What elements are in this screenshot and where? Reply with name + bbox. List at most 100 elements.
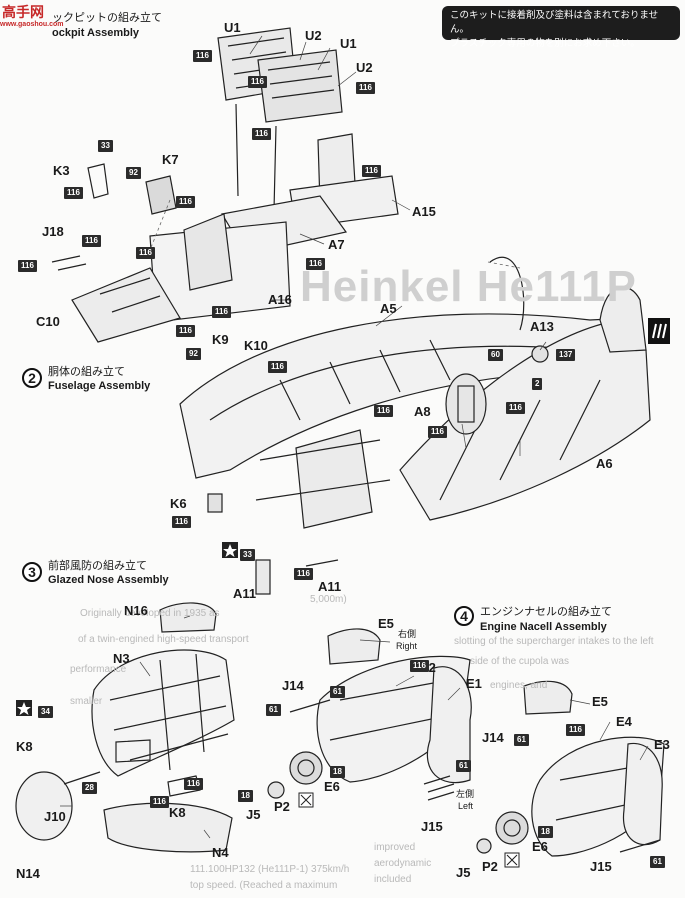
part-label: E6 xyxy=(532,839,548,854)
part-label: E5 xyxy=(592,694,608,709)
paint-code: 116 xyxy=(268,361,287,373)
scissors-icon xyxy=(298,792,314,808)
paint-code: 92 xyxy=(126,167,141,179)
background-line: Originally developed in 1935 as xyxy=(80,608,220,619)
step4-number: 4 xyxy=(454,606,474,626)
part-label: A15 xyxy=(412,204,436,219)
part-label: E3 xyxy=(654,737,670,752)
step3-title-en: Glazed Nose Assembly xyxy=(48,574,169,586)
paint-code: 116 xyxy=(428,426,447,438)
paint-code: 116 xyxy=(193,50,212,62)
paint-code: 116 xyxy=(306,258,325,270)
part-label: A5 xyxy=(380,301,397,316)
paint-code: 116 xyxy=(410,660,429,672)
step4-title-jp: エンジンナセルの組み立て xyxy=(480,606,612,618)
part-label: K7 xyxy=(162,152,179,167)
paint-code: 18 xyxy=(238,790,253,802)
paint-code: 116 xyxy=(172,516,191,528)
paint-code: 92 xyxy=(186,348,201,360)
paint-code: 116 xyxy=(252,128,271,140)
paint-code: 116 xyxy=(248,76,267,88)
paint-code: 116 xyxy=(374,405,393,417)
paint-code: 116 xyxy=(506,402,525,414)
part-label: E6 xyxy=(324,779,340,794)
background-line: 111.100HP132 (He111P-1) 375km/h xyxy=(190,864,350,875)
paint-code: 18 xyxy=(538,826,553,838)
part-label: K8 xyxy=(169,805,186,820)
part-label: J15 xyxy=(421,819,443,834)
background-title: Heinkel He111P xyxy=(300,262,637,311)
part-label: J5 xyxy=(246,807,261,822)
background-line: side of the cupola was xyxy=(470,656,569,667)
paint-code: 116 xyxy=(566,724,585,736)
background-line: 5,000m) xyxy=(310,594,347,605)
background-line: engines, and xyxy=(490,680,548,691)
paint-code: 61 xyxy=(650,856,665,868)
part-label: A13 xyxy=(530,319,554,334)
paint-code: 34 xyxy=(38,706,53,718)
background-line: included xyxy=(374,874,412,885)
dotted-decal-icon xyxy=(648,318,670,344)
paint-code: 116 xyxy=(176,196,195,208)
part-label: A8 xyxy=(414,404,431,419)
paint-code: 61 xyxy=(456,760,471,772)
background-line: slotting of the supercharger intakes to … xyxy=(454,636,654,647)
paint-code: 116 xyxy=(356,82,375,94)
part-label: A11 xyxy=(233,586,257,601)
part-label: K8 xyxy=(16,739,33,754)
paint-code: 116 xyxy=(18,260,37,272)
step2-title-jp: 胴体の組み立て xyxy=(48,366,125,378)
step2-number: 2 xyxy=(22,368,42,388)
part-label: K9 xyxy=(212,332,229,347)
step4-title-en: Engine Nacell Assembly xyxy=(480,621,607,633)
notice-line-2: プラスチック専用の物を別にお求め下さい。 xyxy=(450,38,640,49)
part-label: J14 xyxy=(482,730,504,745)
notice-box: このキットに接着剤及び塗料は含まれておりません。 プラスチック専用の物を別にお求… xyxy=(442,6,680,49)
part-label: C10 xyxy=(36,314,60,329)
paint-code: 116 xyxy=(362,165,381,177)
left-side-en: Left xyxy=(458,801,474,811)
paint-code: 33 xyxy=(98,140,113,152)
part-label: J18 xyxy=(42,224,64,239)
part-label: U1 xyxy=(340,36,357,51)
step1-title-en: ockpit Assembly xyxy=(52,27,140,39)
right-side-jp: 右側 xyxy=(398,629,417,639)
part-label: N3 xyxy=(113,651,130,666)
paint-code: 116 xyxy=(184,778,203,790)
paint-code: 116 xyxy=(294,568,313,580)
part-label: A7 xyxy=(328,237,345,252)
background-line: aerodynamic xyxy=(374,858,432,869)
paint-code: 60 xyxy=(488,349,503,361)
paint-code: 116 xyxy=(136,247,155,259)
part-label: N16 xyxy=(124,603,148,618)
background-line: smaller xyxy=(70,696,103,707)
part-label: J5 xyxy=(456,865,471,880)
part-label: E4 xyxy=(616,714,632,729)
paint-code: 61 xyxy=(266,704,281,716)
part-label: J10 xyxy=(44,809,66,824)
part-label: J15 xyxy=(590,859,612,874)
right-side-en: Right xyxy=(396,641,418,651)
part-label: A11 xyxy=(318,579,342,594)
notice-line-1: このキットに接着剤及び塗料は含まれておりません。 xyxy=(450,10,659,35)
background-line: top speed. (Reached a maximum xyxy=(190,880,338,891)
part-label: U2 xyxy=(356,60,373,75)
part-label: P2 xyxy=(482,859,498,874)
paint-code: 33 xyxy=(240,549,255,561)
left-side-jp: 左側 xyxy=(456,789,475,799)
paint-code: 116 xyxy=(82,235,101,247)
part-label: U2 xyxy=(305,28,322,43)
background-line: improved xyxy=(374,842,416,853)
part-label: U1 xyxy=(224,20,241,35)
part-label: A6 xyxy=(596,456,613,471)
site-url: www.gaoshou.com xyxy=(0,21,64,28)
part-label: E1 xyxy=(466,676,482,691)
background-line: performance xyxy=(70,664,127,675)
part-label: K3 xyxy=(53,163,70,178)
paint-code: 116 xyxy=(212,306,231,318)
site-logo: 高手网 xyxy=(2,4,44,20)
paint-code: 116 xyxy=(176,325,195,337)
step2-title-en: Fuselage Assembly xyxy=(48,380,151,392)
